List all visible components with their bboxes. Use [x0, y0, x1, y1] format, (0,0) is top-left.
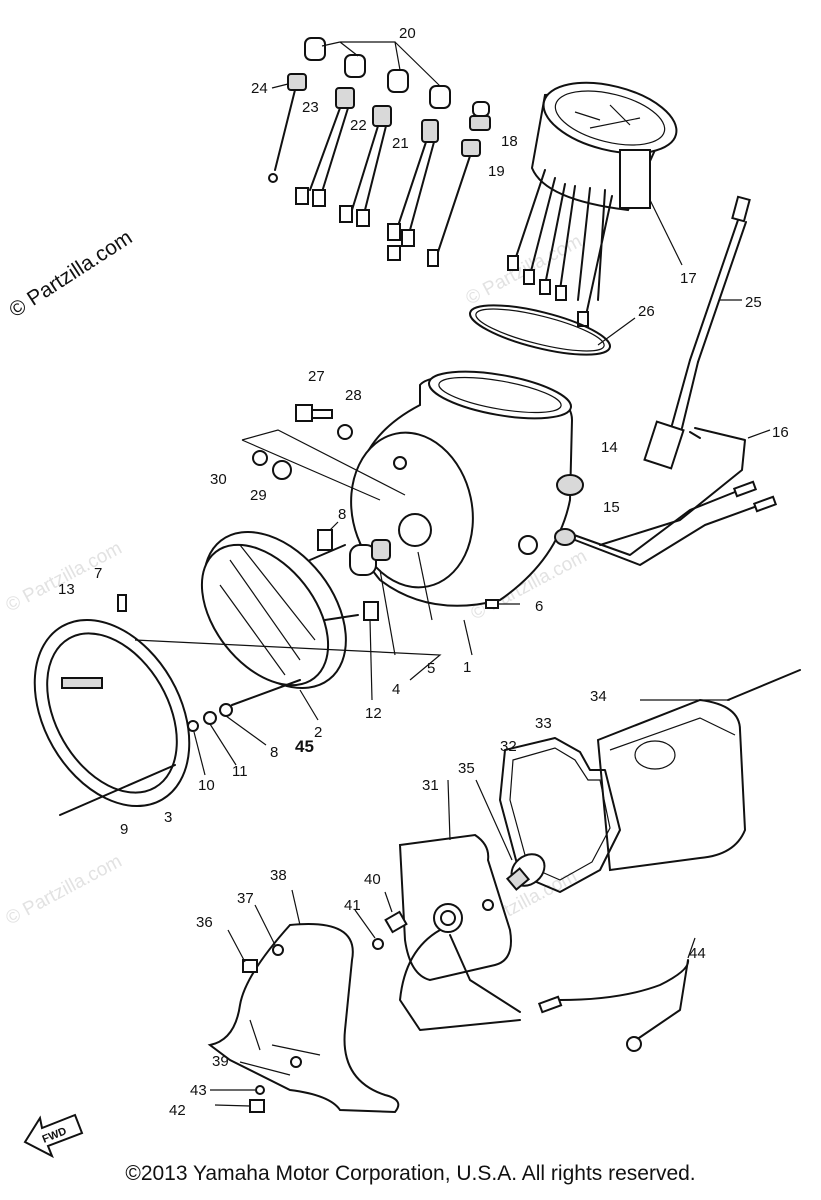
tail-bracket-38 [207, 889, 400, 1114]
callout-37: 37 [237, 890, 254, 907]
adjuster-washers [187, 679, 301, 776]
speedo-cable-25 [643, 195, 751, 470]
callout-24: 24 [251, 80, 268, 97]
callout-9: 9 [120, 821, 128, 838]
callout-numbers: 20 24 23 22 21 18 19 17 26 25 27 28 16 1… [58, 25, 789, 1119]
callout-21: 21 [392, 135, 409, 152]
socket-23 [295, 87, 355, 207]
callout-8b: 8 [270, 744, 278, 761]
ground-wire-44 [537, 937, 696, 1052]
socket-21 [387, 119, 439, 261]
callout-25: 25 [745, 294, 762, 311]
watermark-faint-2: © Partzilla.com [2, 851, 125, 930]
callout-13: 13 [58, 581, 75, 598]
callout-30: 30 [210, 471, 227, 488]
callout-36: 36 [196, 914, 213, 931]
callout-10: 10 [198, 777, 215, 794]
callout-45: 45 [295, 737, 314, 756]
callout-8a: 8 [338, 506, 346, 523]
callout-18: 18 [501, 133, 518, 150]
callout-22: 22 [350, 117, 367, 134]
callout-38: 38 [270, 867, 287, 884]
callout-35: 35 [458, 760, 475, 777]
callout-32: 32 [500, 738, 517, 755]
callout-43: 43 [190, 1082, 207, 1099]
callout-39: 39 [212, 1053, 229, 1070]
tail-cover-33 [596, 669, 801, 872]
socket-24 [268, 73, 307, 183]
callout-11: 11 [232, 763, 248, 780]
callout-2: 2 [314, 724, 322, 741]
headlight-housing-1 [350, 370, 584, 656]
mount-hardware [241, 404, 406, 501]
callout-23: 23 [302, 99, 319, 116]
headlight-rim-3 [33, 594, 442, 816]
callout-31: 31 [422, 777, 439, 794]
fwd-arrow: FWD [23, 1113, 84, 1159]
callout-20: 20 [399, 25, 416, 42]
callout-40: 40 [364, 871, 381, 888]
screws [317, 521, 520, 701]
callout-4: 4 [392, 681, 400, 698]
callout-12: 12 [365, 705, 382, 722]
callout-14: 14 [601, 439, 618, 456]
callout-5: 5 [427, 660, 435, 677]
callout-44: 44 [689, 945, 706, 962]
tail-base-31 [398, 779, 521, 1031]
callout-42: 42 [169, 1102, 186, 1119]
wire-harness-16 [559, 427, 778, 566]
callout-41: 41 [344, 897, 361, 914]
bracket-hardware [210, 904, 291, 1113]
meter-ring-26 [469, 304, 636, 356]
callout-15: 15 [603, 499, 620, 516]
callout-27: 27 [308, 368, 325, 385]
callout-19: 19 [488, 163, 505, 180]
callout-3: 3 [164, 809, 172, 826]
copyright-notice: ©2013 Yamaha Motor Corporation, U.S.A. A… [125, 1162, 696, 1185]
watermark-faint-1: © Partzilla.com [2, 538, 125, 617]
meter-assembly [507, 81, 683, 327]
callout-17: 17 [680, 270, 697, 287]
socket-18-19 [427, 101, 491, 267]
callout-6: 6 [535, 598, 543, 615]
tail-screws [354, 891, 408, 950]
headlight-lens-2 [200, 531, 359, 721]
callout-1: 1 [463, 659, 471, 676]
callout-26: 26 [638, 303, 655, 320]
bulb-caps-20 [304, 37, 451, 109]
tail-gasket-32 [499, 737, 621, 893]
callout-33: 33 [535, 715, 552, 732]
callout-29: 29 [250, 487, 267, 504]
bulb-4 [349, 539, 396, 656]
callout-16: 16 [772, 424, 789, 441]
socket-22 [339, 105, 392, 227]
callout-34: 34 [590, 688, 607, 705]
tail-bulb-35 [475, 779, 546, 891]
callout-7: 7 [94, 565, 102, 582]
watermark-main: © Partzilla.com [5, 226, 136, 322]
callout-28: 28 [345, 387, 362, 404]
